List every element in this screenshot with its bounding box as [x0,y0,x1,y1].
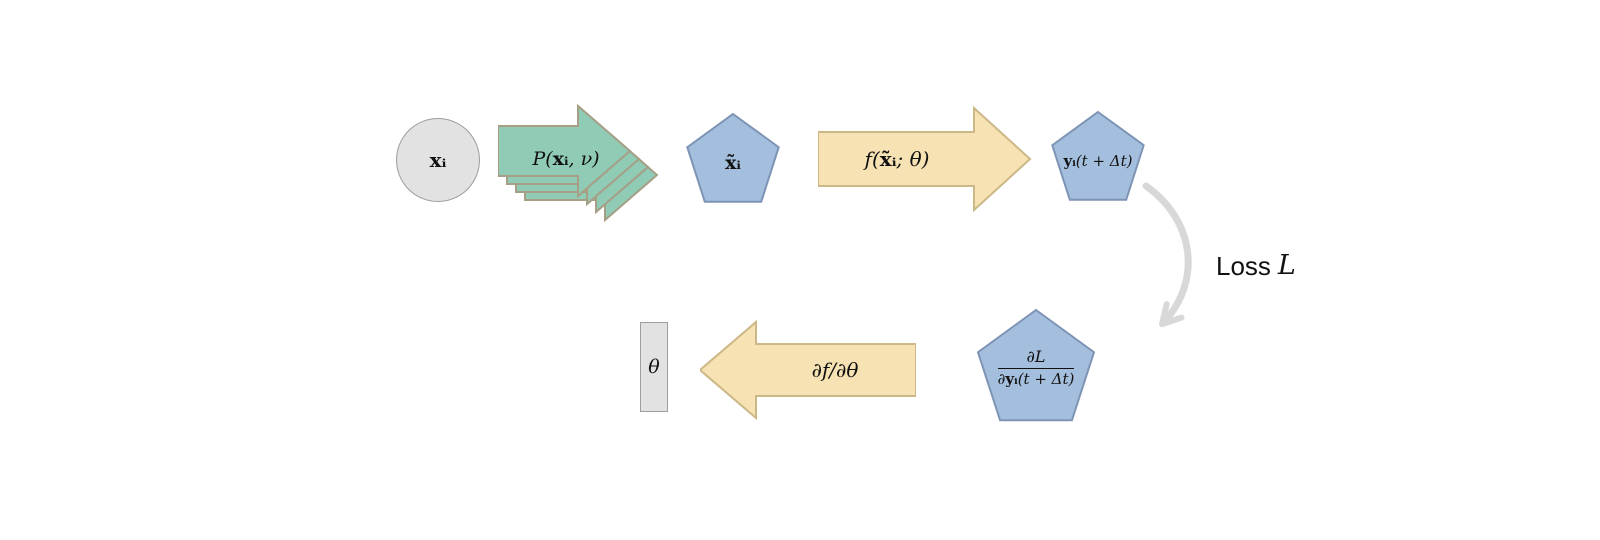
perturbation-label-vector: xᵢ [552,147,569,170]
loss-arrow [1142,182,1192,328]
loss-arrow-path [1142,182,1192,328]
input-node: xᵢ [396,118,480,202]
perturbed-node-pentagon [686,112,780,203]
gradient-fraction-denominator: ∂yᵢ(t + Δt) [998,369,1075,388]
gradient-den-post: (t + Δt) [1017,370,1075,389]
backward-arrow [700,320,916,420]
loss-label: Loss L [1216,248,1296,284]
gradient-node-label: ∂L ∂yᵢ(t + Δt) [972,336,1100,400]
gradient-node [976,308,1096,422]
output-node [1051,110,1145,201]
forward-label-vector: x̃ᵢ [879,147,897,171]
output-label-vector: yᵢ [1063,151,1076,170]
perturbed-node [686,112,780,203]
input-node-label: xᵢ [429,148,447,172]
output-node-pentagon [1051,110,1145,201]
loss-label-prefix: Loss [1216,250,1271,281]
perturbation-label-post: , ν) [568,147,600,170]
forward-arrow-polygon [818,106,1032,213]
forward-arrow [818,106,1032,213]
perturbation-arrow [498,103,659,223]
gradient-den-vector: yᵢ [1005,370,1018,389]
loss-label-symbol: L [1277,250,1296,282]
output-node-label: yᵢ(t + Δt) [1048,148,1148,174]
perturbed-node-label: x̃ᵢ [683,148,783,178]
gradient-node-pentagon [976,308,1096,422]
gradient-fraction: ∂L ∂yᵢ(t + Δt) [997,348,1075,388]
perturbation-arrow-main [498,103,632,199]
backward-arrow-polygon [700,320,916,420]
perturbation-arrow-label: P(xᵢ, ν) [500,144,632,174]
forward-label-post: ; θ) [896,147,930,171]
backward-label-text: ∂f/∂θ [811,358,859,382]
forward-label-pre: f( [864,147,880,171]
backward-arrow-label: ∂f/∂θ [745,353,925,387]
gradient-fraction-numerator: ∂L [997,348,1075,370]
gradient-den-pre: ∂ [997,370,1006,389]
theta-node-label: θ [648,356,660,378]
perturbed-node-label-text: x̃ᵢ [725,151,741,174]
forward-arrow-label: f(x̃ᵢ; θ) [822,144,972,174]
output-label-rest: (t + Δt) [1075,151,1133,170]
theta-node: θ [640,322,668,412]
perturbation-label-pre: P( [532,147,553,170]
